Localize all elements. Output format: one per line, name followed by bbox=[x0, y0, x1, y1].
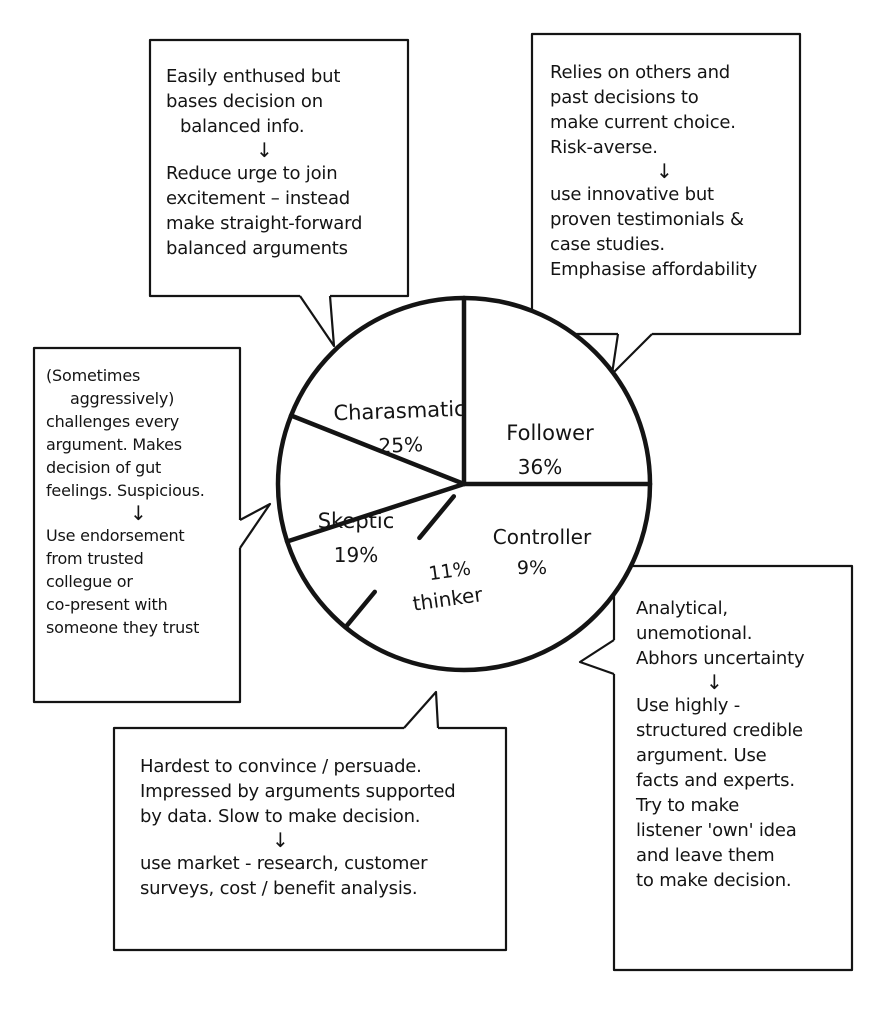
bubble-line: Hardest to convince / persuade. bbox=[140, 756, 422, 777]
down-arrow-icon: ↓ bbox=[656, 159, 673, 183]
bubble-line: Impressed by arguments supported bbox=[140, 781, 456, 802]
advice-line: someone they trust bbox=[46, 618, 200, 637]
bubble-line: Abhors uncertainty bbox=[636, 648, 805, 669]
bubble-line: Risk-averse. bbox=[550, 137, 658, 158]
slice-percent: 25% bbox=[378, 432, 423, 458]
slice-divider bbox=[343, 589, 378, 630]
slice-label-charasmatic: Charasmatic 25% bbox=[333, 397, 466, 458]
advice-line: to make decision. bbox=[636, 870, 792, 891]
slice-label-follower: Follower 36% bbox=[506, 421, 594, 479]
advice-line: Use endorsement bbox=[46, 526, 185, 545]
slice-name: Controller bbox=[493, 525, 592, 549]
slice-name: Follower bbox=[506, 421, 594, 445]
advice-line: structured credible bbox=[636, 720, 803, 741]
bubble-line: argument. Makes bbox=[46, 435, 182, 454]
advice-line: surveys, cost / benefit analysis. bbox=[140, 878, 418, 899]
advice-line: from trusted bbox=[46, 549, 144, 568]
slice-percent: 9% bbox=[517, 557, 547, 579]
advice-line: case studies. bbox=[550, 234, 665, 255]
speech-bubble-follower bbox=[530, 32, 802, 336]
advice-line: co-present with bbox=[46, 595, 168, 614]
advice-line: make straight-forward bbox=[166, 213, 363, 234]
speech-bubble-thinker bbox=[112, 726, 508, 952]
bubble-line: by data. Slow to make decision. bbox=[140, 806, 421, 827]
bubble-tail bbox=[578, 639, 615, 676]
advice-line: Emphasise affordability bbox=[550, 259, 758, 280]
bubble-skeptic-text: (Sometimes aggressively) challenges ever… bbox=[46, 364, 205, 639]
bubble-line: decision of gut bbox=[46, 458, 162, 477]
bubble-line: Relies on others and bbox=[550, 62, 731, 83]
bubble-thinker-text: Hardest to convince / persuade. Impresse… bbox=[140, 754, 456, 901]
bubble-line: past decisions to bbox=[550, 87, 699, 108]
advice-line: facts and experts. bbox=[636, 770, 795, 791]
down-arrow-icon: ↓ bbox=[706, 670, 723, 694]
bubble-follower-text: Relies on others and past decisions to m… bbox=[550, 60, 757, 282]
bubble-controller-text: Analytical, unemotional. Abhors uncertai… bbox=[636, 596, 805, 893]
down-arrow-icon: ↓ bbox=[130, 501, 147, 525]
down-arrow-icon: ↓ bbox=[272, 828, 289, 852]
advice-line: excitement – instead bbox=[166, 188, 351, 209]
advice-line: Use highly - bbox=[636, 695, 741, 716]
advice-line: use market - research, customer bbox=[140, 853, 428, 874]
bubble-line: challenges every bbox=[46, 412, 180, 431]
advice-line: Try to make bbox=[636, 795, 740, 816]
speech-bubble-charasmatic bbox=[148, 38, 410, 298]
bubble-line: Analytical, bbox=[636, 598, 728, 619]
bubble-line: (Sometimes bbox=[46, 366, 141, 385]
slice-divider bbox=[288, 413, 467, 487]
bubble-line: unemotional. bbox=[636, 623, 753, 644]
bubble-line: feelings. Suspicious. bbox=[46, 481, 205, 500]
advice-line: proven testimonials & bbox=[550, 209, 744, 230]
speech-bubble-skeptic bbox=[32, 346, 242, 704]
slice-divider bbox=[417, 494, 457, 541]
down-arrow-icon: ↓ bbox=[256, 138, 273, 162]
slice-name: Skeptic bbox=[318, 509, 395, 533]
advice-line: Reduce urge to join bbox=[166, 163, 338, 184]
advice-line: use innovative but bbox=[550, 184, 714, 205]
slice-name: Charasmatic bbox=[333, 397, 466, 426]
bubble-line: aggressively) bbox=[70, 389, 175, 408]
advice-line: listener 'own' idea bbox=[636, 820, 797, 841]
bubble-tail bbox=[239, 502, 272, 549]
bubble-tail bbox=[299, 295, 336, 348]
bubble-tail bbox=[610, 333, 653, 376]
bubble-line: bases decision on bbox=[166, 91, 323, 112]
slice-percent: 19% bbox=[334, 543, 378, 567]
slice-label-controller: Controller 9% bbox=[493, 525, 592, 579]
bubble-line: Easily enthused but bbox=[166, 66, 341, 87]
bubble-charasmatic-text: Easily enthused but bases decision on ba… bbox=[166, 64, 362, 261]
speech-bubble-controller bbox=[612, 564, 854, 972]
slice-divider bbox=[284, 481, 467, 544]
bubble-tail bbox=[403, 690, 440, 729]
advice-line: balanced arguments bbox=[166, 238, 348, 259]
slice-label-skeptic: Skeptic 19% bbox=[318, 509, 395, 567]
bubble-line: make current choice. bbox=[550, 112, 736, 133]
advice-line: collegue or bbox=[46, 572, 133, 591]
slice-percent: 36% bbox=[518, 455, 562, 479]
advice-line: and leave them bbox=[636, 845, 775, 866]
advice-line: argument. Use bbox=[636, 745, 767, 766]
bubble-line: balanced info. bbox=[180, 116, 305, 137]
